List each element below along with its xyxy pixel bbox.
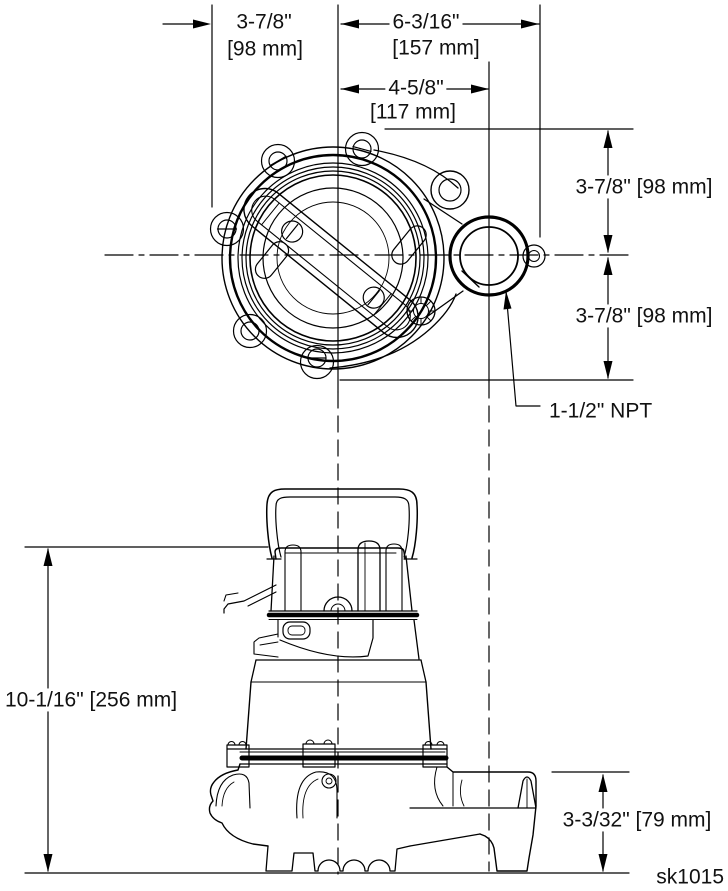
pump-top-view — [209, 131, 546, 380]
npt-leader-line — [505, 290, 541, 407]
base-fin — [517, 776, 537, 809]
volute-base — [208, 763, 537, 872]
dim-overall-width-mm: [157 mm] — [389, 36, 483, 60]
casting-edge-upper-right — [373, 149, 459, 189]
bolt-lug-lower-left — [232, 313, 268, 349]
bolt-lug-left — [209, 211, 245, 247]
casting-edge-lower-right — [329, 293, 457, 369]
bolt-lug-top — [344, 131, 380, 167]
dim-overall-height-label: 10-1/16" [256 mm] — [2, 688, 181, 712]
dim-base-height-label: 3-3/32" [79 mm] — [559, 808, 715, 832]
handle-top-view — [243, 187, 419, 339]
flange-outer-edge — [221, 146, 445, 370]
bolt-lug-upper-left — [260, 143, 296, 179]
dim-overall-width-inches: 6-3/16" — [389, 10, 463, 34]
dim-center-to-top-label: 3-7/8" [98 mm] — [572, 175, 716, 199]
bolt-lug-upper-right — [430, 170, 470, 210]
discharge-port-bore — [459, 226, 519, 286]
cord-hook — [282, 621, 311, 640]
cover-ring-bold — [228, 153, 438, 363]
base-right-foot — [479, 805, 537, 872]
cover-slot-left — [254, 241, 290, 279]
seal-band — [266, 596, 420, 620]
switch-bracket — [223, 584, 277, 614]
base-feet — [265, 845, 319, 872]
dim-port-offset-inches: 4-5/8" — [385, 76, 447, 100]
dim-flange-width-mm: [98 mm] — [224, 37, 306, 61]
discharge-port — [423, 198, 546, 317]
clamp-flange — [226, 739, 449, 768]
dim-port-offset-mm: [117 mm] — [367, 100, 459, 124]
npt-port-label: 1-1/2" NPT — [546, 399, 656, 423]
drawing-code-label: sk1015 — [656, 865, 724, 889]
bolt-lug-bottom — [299, 344, 335, 380]
motor-housing — [245, 681, 432, 750]
npt-leader-arrowhead — [503, 291, 512, 310]
mid-body — [250, 619, 427, 683]
dim-flange-width-inches: 3-7/8" — [233, 10, 295, 34]
pump-side-view — [208, 488, 537, 872]
dim-center-to-bottom-label: 3-7/8" [98 mm] — [572, 304, 716, 328]
switch-cover — [270, 540, 413, 612]
cover-inner-edge — [262, 187, 404, 329]
dimension-arrowheads — [43, 19, 613, 872]
cover-slot-right — [391, 225, 427, 265]
